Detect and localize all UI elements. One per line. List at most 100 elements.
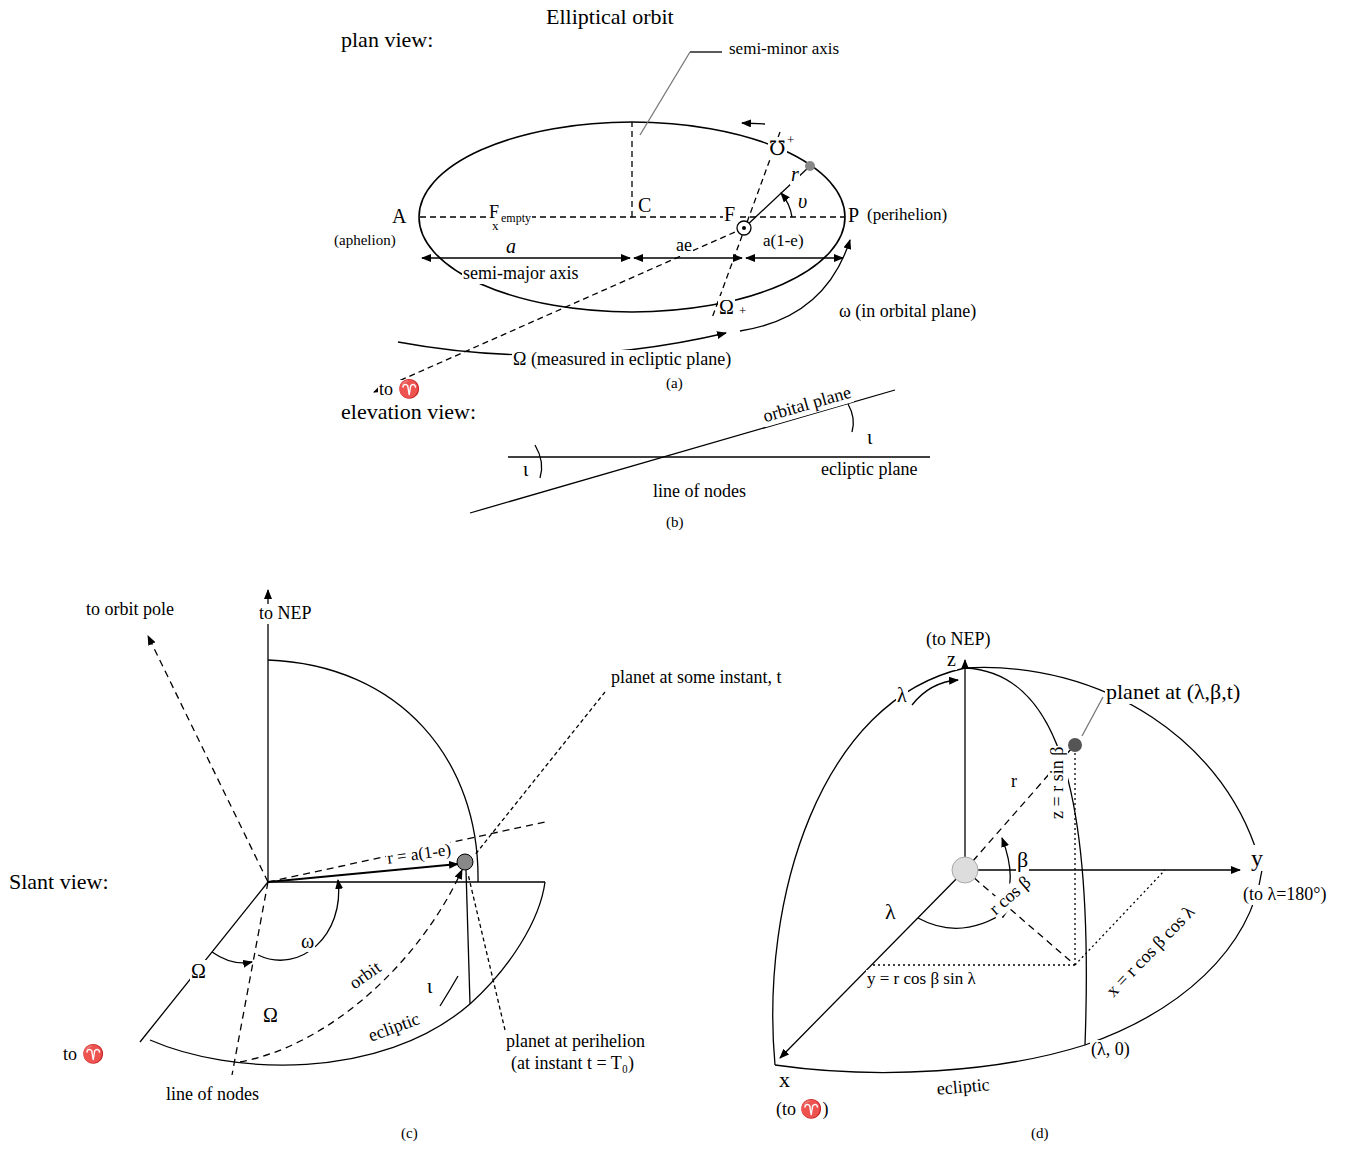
diagram-label: r = a(1-e) (385, 841, 453, 869)
drawing-line (422, 257, 630, 258)
diagram-label: planet at some instant, t (610, 668, 782, 688)
drawing-circle (457, 854, 473, 870)
diagram-label: + (738, 304, 747, 318)
drawing-circle (952, 857, 978, 883)
drawing-line (232, 882, 268, 1075)
diagram-label: λ (884, 900, 897, 924)
drawing-line (268, 881, 545, 882)
diagram-label: r (1010, 772, 1018, 792)
drawing-line (746, 257, 843, 258)
diagram-label: υ (797, 190, 808, 212)
diagram-label: orbit (345, 957, 386, 994)
diagram-label: line of nodes (165, 1085, 260, 1105)
diagram-label: plan view: (340, 28, 434, 52)
diagram-label: elevation view: (340, 400, 477, 424)
diagram-label: (to NEP) (925, 630, 992, 650)
drawing-path (965, 668, 1086, 1045)
diagram-label: z (946, 648, 957, 670)
drawing-circle (742, 226, 746, 230)
drawing-path (150, 882, 545, 1065)
drawing-line (965, 869, 1240, 870)
diagram-label: to orbit pole (85, 600, 175, 620)
diagram-label: (aphelion) (333, 232, 397, 249)
drawing-line (267, 590, 268, 882)
drawing-line (690, 51, 722, 52)
diagram-label: ecliptic (365, 1009, 423, 1046)
diagram-label: (a) (665, 375, 684, 392)
diagram-label: ω (in orbital plane) (838, 302, 977, 322)
diagram-label: (c) (400, 1125, 419, 1142)
diagram-label: z = r sin β (1048, 746, 1068, 820)
diagram-label: to NEP (258, 604, 313, 624)
drawing-line (712, 132, 780, 318)
drawing-line (508, 456, 930, 457)
diagram-label: λ (896, 684, 908, 706)
drawing-path (773, 667, 1262, 1065)
drawing-line (871, 964, 1075, 965)
drawing-path (848, 404, 853, 432)
drawing-path (535, 445, 542, 478)
diagram-label: (to ♈) (775, 1100, 830, 1120)
diagram-label: ae (675, 236, 693, 256)
diagram-label: C (637, 194, 652, 216)
diagram-label: x (491, 219, 500, 233)
diagram-label: ecliptic (935, 1075, 992, 1100)
drawing-line (470, 390, 895, 513)
diagram-label: (at instant t = T₀) (510, 1054, 635, 1074)
diagram-label: semi-minor axis (728, 40, 840, 59)
diagram-label: planet at perihelion (505, 1032, 646, 1052)
drawing-path (212, 952, 252, 963)
drawing-path (440, 976, 458, 1006)
diagram-label: Ω (262, 1004, 279, 1026)
diagram-label: a (505, 235, 517, 257)
diagram-label: (perihelion) (866, 206, 948, 225)
diagram-label: planet at (λ,β,t) (1105, 680, 1241, 704)
diagram-label: (to λ=180°) (1242, 885, 1328, 905)
drawing-line (640, 52, 690, 135)
diagram-label: x = r cos β cos λ (1102, 902, 1200, 1002)
drawing-line (474, 692, 605, 856)
drawing-circle (805, 161, 815, 171)
diagram-label: (b) (665, 514, 685, 531)
drawing-path (740, 240, 850, 331)
diagram-label: to ♈ (62, 1045, 105, 1065)
diagram-title: Elliptical orbit (545, 5, 675, 29)
drawing-line (268, 822, 545, 882)
diagram-label: ω (300, 930, 315, 952)
drawing-path (466, 870, 470, 1004)
diagram-label: r (790, 163, 800, 185)
drawing-line (780, 870, 965, 1058)
diagram-label: x (778, 1068, 791, 1092)
drawing-path (775, 870, 1262, 1072)
drawing-line (744, 166, 810, 228)
drawing-path (268, 660, 478, 882)
diagram-label: orbital plane (760, 383, 854, 428)
diagram-label: empty (500, 212, 532, 225)
drawing-path (258, 880, 339, 960)
drawing-line (631, 122, 632, 217)
drawing-line (1074, 748, 1075, 965)
diagram-label: Ω (718, 296, 735, 318)
diagram-label: ι (426, 975, 433, 997)
drawing-path (742, 123, 765, 124)
drawing-path (240, 870, 462, 1062)
diagram-label: a(1-e) (762, 232, 805, 251)
drawing-g (140, 52, 1262, 1075)
diagram-label: y (1250, 845, 1264, 871)
drawing-line (964, 660, 965, 870)
diagram-label: ℧ (768, 137, 787, 159)
drawing-circle (737, 221, 751, 235)
drawing-circle (1068, 738, 1082, 752)
drawing-line (140, 882, 268, 1042)
diagram-label: + (786, 133, 795, 147)
diagram-label: P (847, 204, 860, 226)
diagram-label: ι (866, 426, 873, 448)
diagram-label: to ♈ (378, 380, 421, 400)
drawing-line (634, 257, 742, 258)
drawing-line (148, 636, 268, 882)
diagram-label: Slant view: (8, 870, 110, 894)
drawing-path (912, 680, 958, 705)
diagram-label: β (1016, 848, 1029, 872)
diagram-label: A (391, 205, 407, 227)
